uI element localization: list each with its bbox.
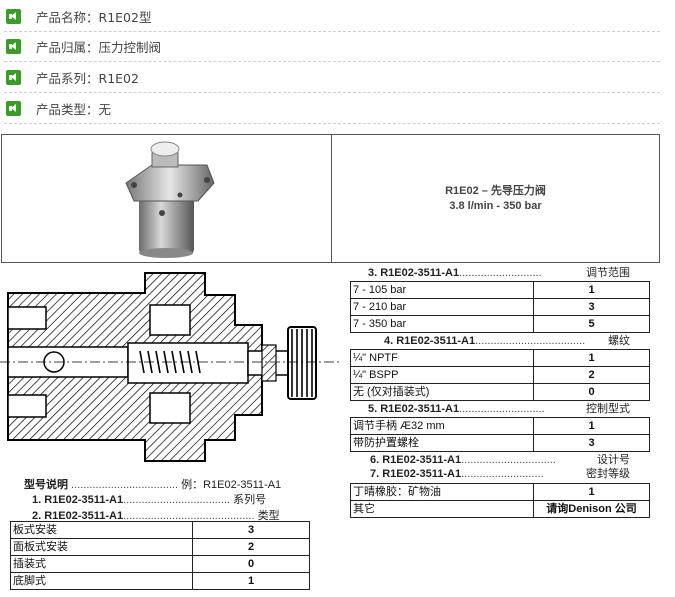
info-value: R1E02	[98, 71, 139, 86]
speaker-icon[interactable]	[6, 39, 21, 54]
table-cell: ¼" BSPP	[350, 366, 534, 384]
product-banner: R1E02 – 先导压力阀 3.8 l/min - 350 bar	[1, 134, 660, 263]
table-cell: 5	[533, 315, 650, 333]
section-dots: ....................................	[475, 335, 586, 347]
model-line2-code: 2. R1E02-3511-A1	[32, 510, 124, 522]
model-line1-dots: ...................................	[123, 494, 231, 506]
table-cell: 其它	[350, 500, 534, 518]
valve-section-drawing	[0, 265, 345, 470]
section-code: 4. R1E02-3511-A1	[384, 335, 476, 347]
table-cell: 无 (仅对插装式)	[350, 383, 534, 401]
section-7-heading: 7. R1E02-3511-A1........................…	[350, 466, 650, 483]
section-5-heading: 5. R1E02-3511-A1........................…	[350, 401, 650, 418]
model-heading: 型号说明	[24, 479, 68, 491]
table-cell: 1	[533, 349, 650, 367]
table-row: 无 (仅对插装式)0	[350, 383, 650, 401]
model-line2-dots: ........................................…	[123, 510, 255, 522]
section-dots: ...............................	[461, 454, 556, 466]
table-cell: 2	[533, 366, 650, 384]
model-line1-code: 1. R1E02-3511-A1	[32, 494, 124, 506]
table-cell: 面板式安装	[10, 538, 193, 556]
table-cell: 带防护置螺栓	[350, 434, 534, 452]
table-cell: ¼" NPTF	[350, 349, 534, 367]
table-cell: 7 - 105 bar	[350, 281, 534, 299]
section-label: 密封等级	[586, 468, 630, 480]
banner-subtitle: 3.8 l/min - 350 bar	[449, 199, 542, 212]
table-cell: 调节手柄 Æ32 mm	[350, 417, 534, 435]
info-label: 产品名称：	[36, 10, 99, 25]
table-cell: 3	[533, 298, 650, 316]
table-cell: 插装式	[10, 555, 193, 573]
section-code: 7. R1E02-3511-A1	[370, 468, 462, 480]
info-row-series: 产品系列：R1E02	[4, 63, 660, 93]
product-photo	[2, 135, 332, 262]
section-label: 螺纹	[608, 335, 630, 347]
model-example: 例：R1E02-3511-A1	[181, 479, 282, 491]
section-3-heading: 3. R1E02-3511-A1........................…	[350, 265, 650, 282]
table-cell: 3	[192, 521, 310, 539]
section-dots: ............................	[459, 403, 545, 415]
info-row-type: 产品类型：无	[4, 94, 660, 124]
info-label: 产品类型：	[36, 102, 99, 117]
section-code: 5. R1E02-3511-A1	[368, 403, 460, 415]
table-cell: 1	[533, 417, 650, 435]
section-label: 设计号	[597, 454, 630, 466]
table-cell: 1	[533, 483, 650, 501]
banner-title: R1E02 – 先导压力阀	[445, 184, 546, 197]
section-code: 3. R1E02-3511-A1	[368, 267, 460, 279]
table-cell: 3	[533, 434, 650, 452]
table-cell: 0	[192, 555, 310, 573]
info-label: 产品系列：	[36, 71, 99, 86]
speaker-icon[interactable]	[6, 9, 21, 24]
table-cell: 丁晴橡胶：矿物油	[350, 483, 534, 501]
model-line1-label: 系列号	[233, 494, 267, 506]
info-row-name: 产品名称：R1E02型	[4, 2, 660, 32]
section-label: 控制型式	[586, 403, 630, 415]
table-row: 其它请询Denison 公司	[350, 500, 650, 518]
table-cell: 板式安装	[10, 521, 193, 539]
section-6-heading: 6. R1E02-3511-A1........................…	[350, 452, 650, 469]
table-cell: 7 - 210 bar	[350, 298, 534, 316]
section-code: 6. R1E02-3511-A1	[370, 454, 462, 466]
info-value: R1E02型	[98, 10, 152, 25]
section-dots: ...........................	[459, 267, 542, 279]
speaker-icon[interactable]	[6, 70, 21, 85]
section-4-heading: 4. R1E02-3511-A1........................…	[350, 333, 650, 350]
table-cell: 请询Denison 公司	[533, 500, 650, 518]
section-label: 调节范围	[586, 267, 630, 279]
table-cell: 0	[533, 383, 650, 401]
info-label: 产品归属：	[36, 40, 99, 55]
table-cell: 1	[533, 281, 650, 299]
info-row-category: 产品归属：压力控制阀	[4, 32, 660, 62]
speaker-icon[interactable]	[6, 101, 21, 116]
table-cell: 底脚式	[10, 572, 193, 590]
table-cell: 7 - 350 bar	[350, 315, 534, 333]
table-cell: 2	[192, 538, 310, 556]
model-dots: ...................................	[68, 479, 179, 491]
table-cell: 1	[192, 572, 310, 590]
info-value: 无	[98, 102, 112, 117]
info-value: 压力控制阀	[98, 40, 162, 55]
section-dots: ...........................	[461, 468, 544, 480]
model-line2-label: 类型	[257, 510, 280, 522]
